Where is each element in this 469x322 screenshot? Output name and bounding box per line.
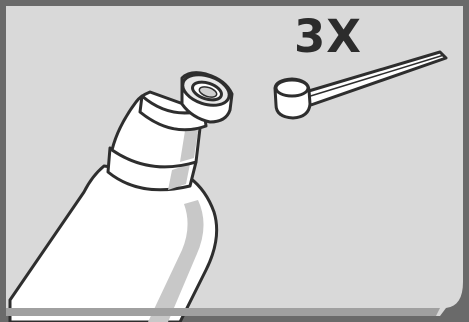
panel-bottom-edge (6, 308, 440, 316)
repeat-count-label: 3X (294, 12, 384, 62)
